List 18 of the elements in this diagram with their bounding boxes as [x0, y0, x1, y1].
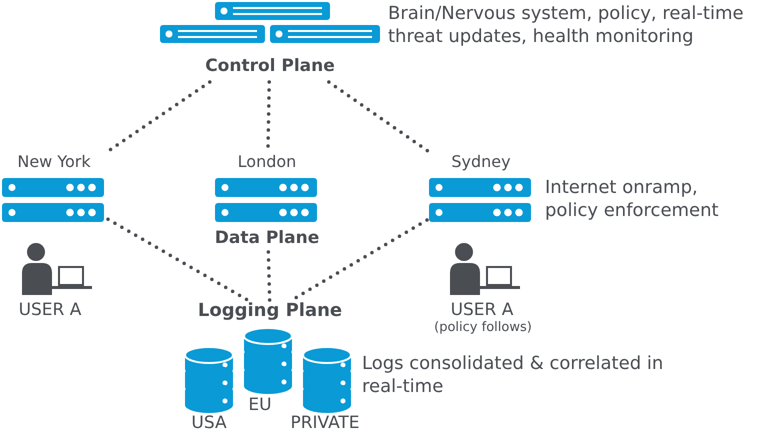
description-text: Brain/Nervous system, policy, real-time threat updates, health monitoring: [388, 2, 745, 48]
region-label: PRIVATE: [289, 413, 361, 433]
description-text: Logs consolidated & correlated in real-time: [362, 352, 664, 398]
plane-title: Data Plane: [214, 228, 320, 248]
plane-title: Control Plane: [204, 56, 336, 76]
region-label: USA: [190, 413, 228, 433]
user-label: USER A: [450, 300, 514, 320]
dotted-connector: [327, 80, 432, 154]
dotted-connector: [266, 250, 272, 302]
location-label: London: [236, 152, 298, 171]
user-label: (policy follows): [433, 320, 533, 335]
location-label: New York: [16, 152, 92, 171]
dotted-connector: [106, 218, 250, 302]
plane-title: Logging Plane: [196, 300, 344, 321]
location-label: Sydney: [450, 152, 512, 171]
user-label: USER A: [18, 300, 82, 320]
region-label: EU: [247, 395, 273, 415]
description-text: Internet onramp, policy enforcement: [545, 176, 720, 222]
